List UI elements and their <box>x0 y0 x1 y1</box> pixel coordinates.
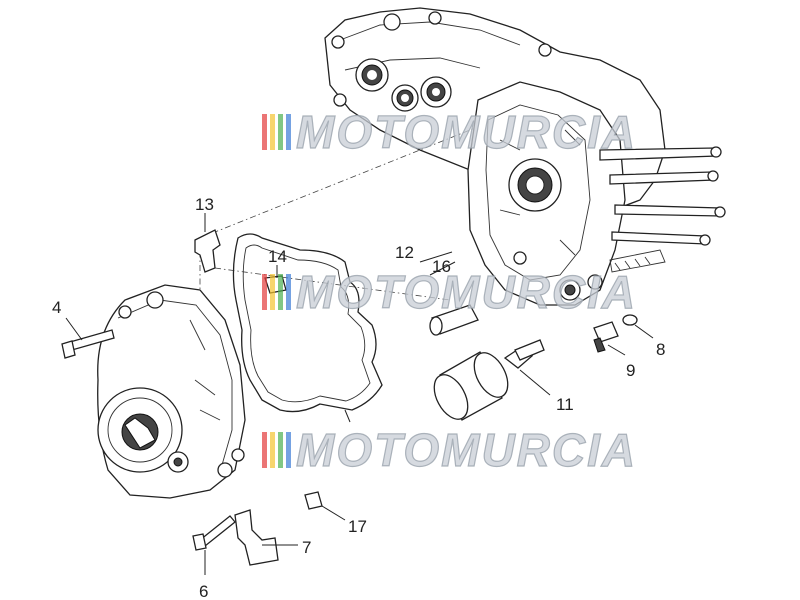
callout-12: 12 <box>395 243 414 262</box>
callout-14: 14 <box>268 247 287 266</box>
watermark-text: MOTOMURCIA <box>296 106 637 158</box>
bolt-part-6 <box>192 515 236 551</box>
bolt-part-4 <box>61 329 115 359</box>
bearing-left <box>355 58 389 92</box>
cover-gasket <box>232 233 383 413</box>
sensor-part-9 <box>593 321 619 353</box>
callout-7: 7 <box>302 538 311 557</box>
callout-17: 17 <box>348 517 367 536</box>
clip-part-13 <box>194 229 221 273</box>
washer-part-8 <box>622 314 638 326</box>
callout-9: 9 <box>626 361 635 380</box>
clip-part-17 <box>304 491 323 510</box>
callout-6: 6 <box>199 582 208 600</box>
callout-13: 13 <box>195 195 214 214</box>
crankshaft-bearing <box>508 158 562 212</box>
callout-16: 16 <box>432 257 451 276</box>
bearing-middle <box>391 84 419 112</box>
watermark-middle: MOTOMURCIA <box>262 265 637 319</box>
leader-lines <box>65 213 654 575</box>
oil-filter-part-11 <box>433 339 545 421</box>
oil-screen-part-16 <box>429 304 479 336</box>
callout-11: 11 <box>556 395 574 414</box>
bearing-right <box>420 76 452 108</box>
watermark-text: MOTOMURCIA <box>296 424 637 476</box>
watermark-top: MOTOMURCIA <box>262 105 637 159</box>
callout-8: 8 <box>656 340 665 359</box>
cylinder-studs <box>599 146 726 246</box>
callout-4: 4 <box>52 298 61 317</box>
bracket-part-7 <box>234 509 279 566</box>
watermark-text: MOTOMURCIA <box>296 266 637 318</box>
flywheel-cover <box>97 284 246 499</box>
watermark-bottom: MOTOMURCIA <box>262 423 637 477</box>
assembly-line-crankcase <box>199 127 476 239</box>
crankcase-assembly <box>324 7 726 306</box>
